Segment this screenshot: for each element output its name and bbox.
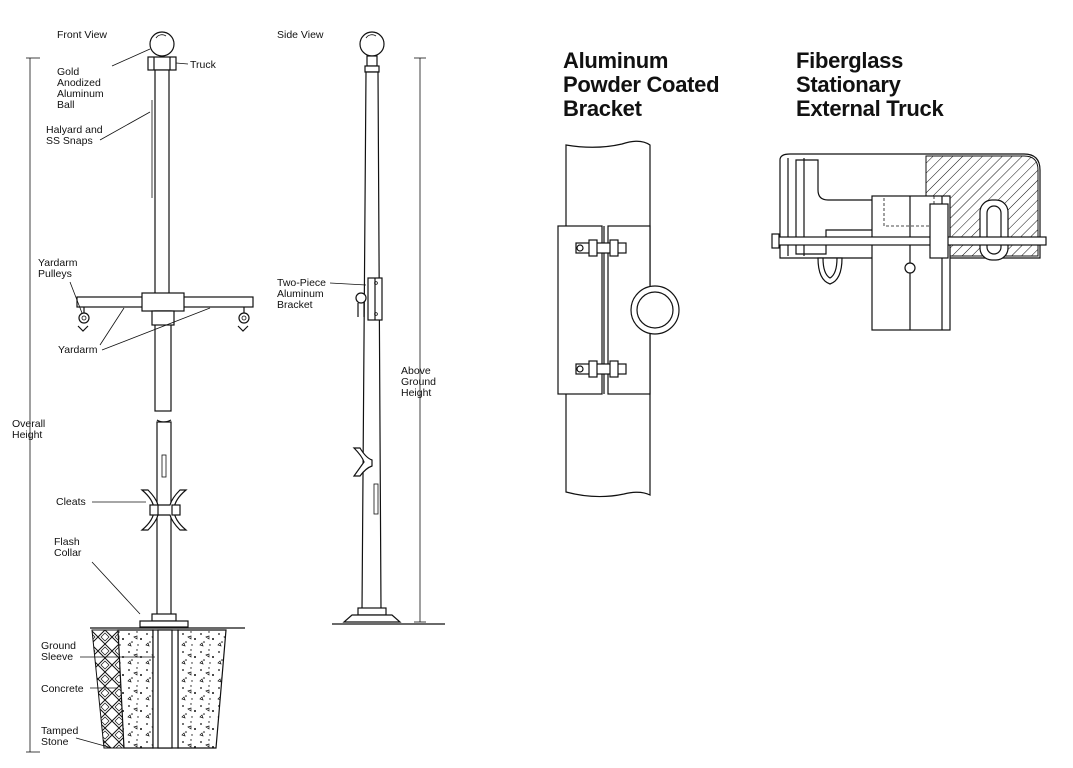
bracket-ring: [630, 285, 680, 335]
side-cleat: [352, 447, 373, 477]
cleat: [140, 489, 188, 531]
cleats-label: Cleats: [56, 496, 86, 508]
flash-collar: [151, 613, 177, 622]
flash-collar-label: Flash Collar: [54, 536, 83, 559]
concrete-label: Concrete: [41, 683, 84, 695]
yardarm-pulley-left: [77, 307, 90, 332]
side-ball: [359, 31, 385, 57]
gold-ball: [149, 31, 175, 57]
bracket-label: Two-Piece Aluminum Bracket: [277, 277, 329, 311]
yardarm-pulley-right: [237, 307, 250, 332]
lower-pole: [156, 421, 172, 621]
ball-label: Gold Anodized Aluminum Ball: [57, 66, 107, 111]
truck-label: Truck: [190, 59, 217, 71]
truck-axle: [775, 236, 1047, 246]
upper-pole: [154, 69, 170, 296]
yardarm-center: [141, 292, 185, 312]
truck-detail-title: Fiberglass Stationary External Truck: [796, 48, 944, 121]
side-view-title: Side View: [277, 29, 324, 41]
bolt-bottom: [575, 360, 627, 378]
concrete-right: [177, 629, 227, 749]
ground-sleeve-label: Ground Sleeve: [41, 640, 79, 663]
bolt-top: [575, 239, 627, 257]
side-bracket: [355, 277, 383, 321]
front-view-title: Front View: [57, 29, 107, 41]
side-view: Side View Two-Piece Aluminum Brack: [277, 29, 445, 625]
side-base: [342, 614, 402, 623]
front-view: Front View Overall Height: [12, 29, 254, 753]
halyard-label: Halyard and SS Snaps: [46, 124, 106, 147]
yardarm-label: Yardarm: [58, 344, 98, 356]
truck-detail: Fiberglass Stationary External Truck: [771, 48, 1047, 331]
yardarm-pulleys-label: Yardarm Pulleys: [38, 257, 80, 280]
bracket-detail: Aluminum Powder Coated Bracket: [557, 48, 725, 498]
tamped-stone-label: Tamped Stone: [41, 725, 81, 748]
overall-height-label: Overall Height: [12, 418, 48, 441]
truck-top: [147, 56, 177, 71]
bracket-detail-title: Aluminum Powder Coated Bracket: [563, 48, 725, 121]
above-ground-label: Above Ground Height: [401, 365, 439, 399]
concrete-left: [117, 629, 154, 749]
side-pole: [361, 71, 382, 611]
